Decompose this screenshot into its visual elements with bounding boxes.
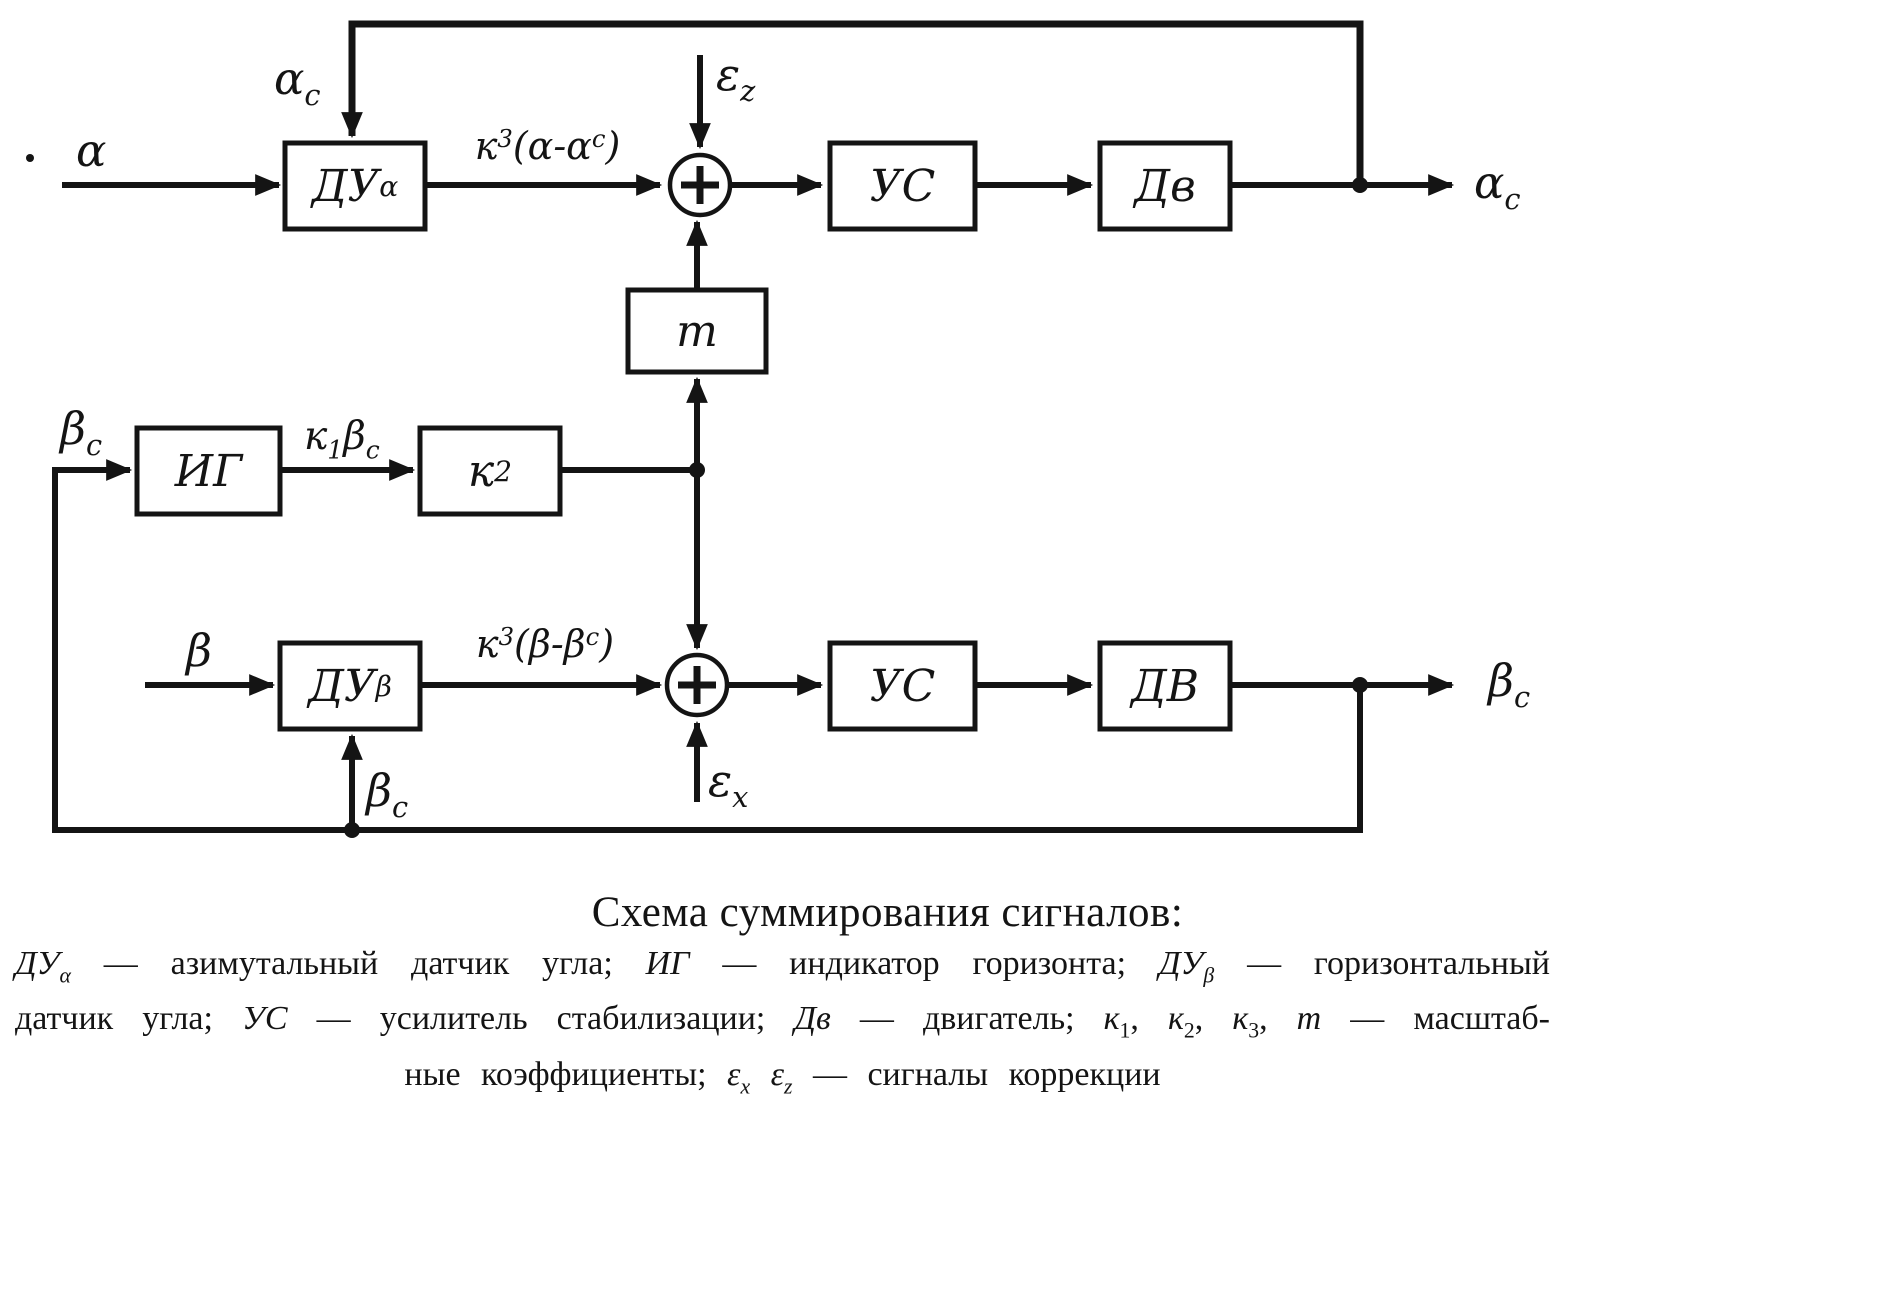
label-beta-input: β (186, 624, 213, 677)
label-eps-z: εz (716, 48, 756, 108)
label-eps-x: εx (708, 754, 749, 814)
block-label-us-bottom: УС (869, 660, 936, 712)
plus-icon-top (681, 166, 719, 204)
label-beta-c-left: βc (60, 402, 103, 462)
ink-speck (26, 154, 34, 162)
legend-line-2: датчик угла; УС — усилитель стабилизации… (15, 1000, 1551, 1043)
wire-feedback-top (341, 20, 1364, 185)
legend-line-1: ДУα — азимутальный датчик угла; ИГ — инд… (15, 945, 1551, 988)
block-label-ig: ИГ (174, 445, 243, 497)
block-label-m: m (676, 305, 718, 357)
wire-feedback-bottom (52, 459, 1363, 833)
block-label-us-top: УС (869, 160, 936, 212)
label-alpha-input: α (76, 124, 107, 177)
legend-line-3: ные коэффициенты; εx εz — сигналы коррек… (404, 1055, 1161, 1098)
legend: ДУα — азимутальный датчик угла; ИГ — инд… (15, 942, 1550, 1108)
label-beta-c-output: βc (1488, 654, 1531, 714)
label-beta-c-branch: βc (366, 764, 409, 824)
block-label-dv-bottom: ДВ (1130, 660, 1200, 712)
label-alpha-c-feedback: αc (274, 52, 321, 112)
block-label-dv-top: Дв (1134, 160, 1196, 212)
diagram-caption: Схема суммирования сигналов: (591, 889, 1184, 936)
label-k1-beta-c: к1βc (304, 414, 380, 465)
label-alpha-c-output: αc (1474, 156, 1521, 216)
plus-icon-bottom (678, 666, 716, 704)
